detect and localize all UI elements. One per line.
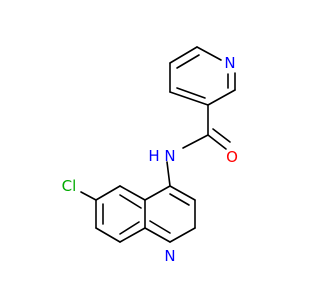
amide-hydrogen-label: H [148, 147, 159, 165]
bond [119, 194, 142, 209]
amide-nitrogen-label: N [164, 147, 175, 165]
bond [207, 89, 236, 106]
bond [176, 87, 206, 99]
bond [169, 46, 198, 64]
molecule-diagram: N O N H Cl N [62, 46, 238, 265]
bond [119, 185, 146, 201]
bond [166, 161, 171, 187]
bond [176, 54, 200, 69]
bond [144, 227, 171, 243]
bond [119, 227, 146, 243]
bond [169, 91, 209, 106]
bond [169, 185, 196, 201]
bonds [80, 46, 236, 243]
bond [207, 134, 227, 150]
chlorine-label: Cl [62, 177, 77, 195]
bond [212, 128, 231, 143]
bond [169, 193, 190, 206]
quinoline-nitrogen-label: N [164, 247, 175, 265]
bond [182, 134, 209, 149]
bond [196, 46, 222, 61]
pyridine-nitrogen-label: N [224, 54, 235, 72]
bond [119, 221, 140, 235]
atom-labels: N O N H Cl N [62, 54, 238, 265]
structure-svg: N O N H Cl N [62, 46, 238, 265]
bond [149, 220, 171, 234]
bond [169, 227, 196, 243]
bond [95, 227, 121, 243]
bond [80, 191, 97, 201]
bond [95, 185, 121, 201]
carbonyl-oxygen-label: O [226, 148, 238, 166]
bond [144, 185, 171, 201]
